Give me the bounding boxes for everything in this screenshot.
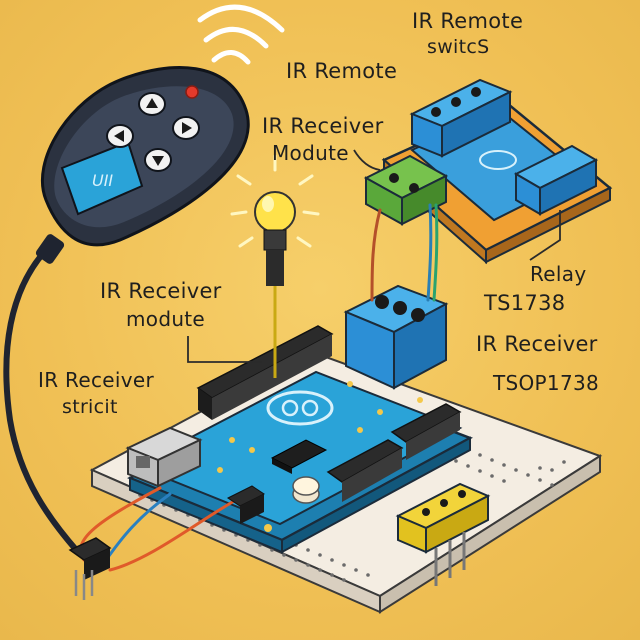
remote-brand-text: UII	[92, 171, 113, 190]
ir-receiver-tsop-component	[395, 482, 491, 586]
header-connector	[227, 485, 265, 524]
ir-remote-device: UII	[35, 4, 285, 264]
label-ir-receiver-module-top: IR Receiver	[262, 114, 384, 138]
label-ir-remote-switch-sub: switcS	[427, 36, 490, 58]
label-ir-receiver-module-top-sub: Modute	[272, 141, 349, 165]
label-ir-receiver-circuit: IR Receiver	[38, 368, 154, 392]
label-relay: Relay	[530, 262, 587, 286]
label-ir-receiver-module-mid-sub: modute	[126, 307, 206, 331]
label-ir-receiver-module-mid: IR Receiver	[100, 279, 222, 303]
relay-board	[363, 78, 613, 265]
light-bulb	[230, 154, 320, 378]
label-ir-receiver-tsop: IR Receiver	[476, 332, 598, 356]
label-ir-receiver-circuit-sub: stricit	[62, 396, 118, 418]
label-ir-remote-switch: IR Remote	[412, 9, 524, 33]
callout-lines	[187, 149, 561, 363]
microcontroller-board	[125, 325, 473, 554]
wire-connector	[68, 537, 112, 600]
relay-module	[343, 284, 449, 390]
wires	[3, 203, 439, 572]
label-ir-receiver-tsop-sub: TSOP1738	[493, 371, 600, 395]
label-relay-sub: TS1738	[484, 291, 566, 315]
label-ir-remote: IR Remote	[286, 59, 398, 83]
